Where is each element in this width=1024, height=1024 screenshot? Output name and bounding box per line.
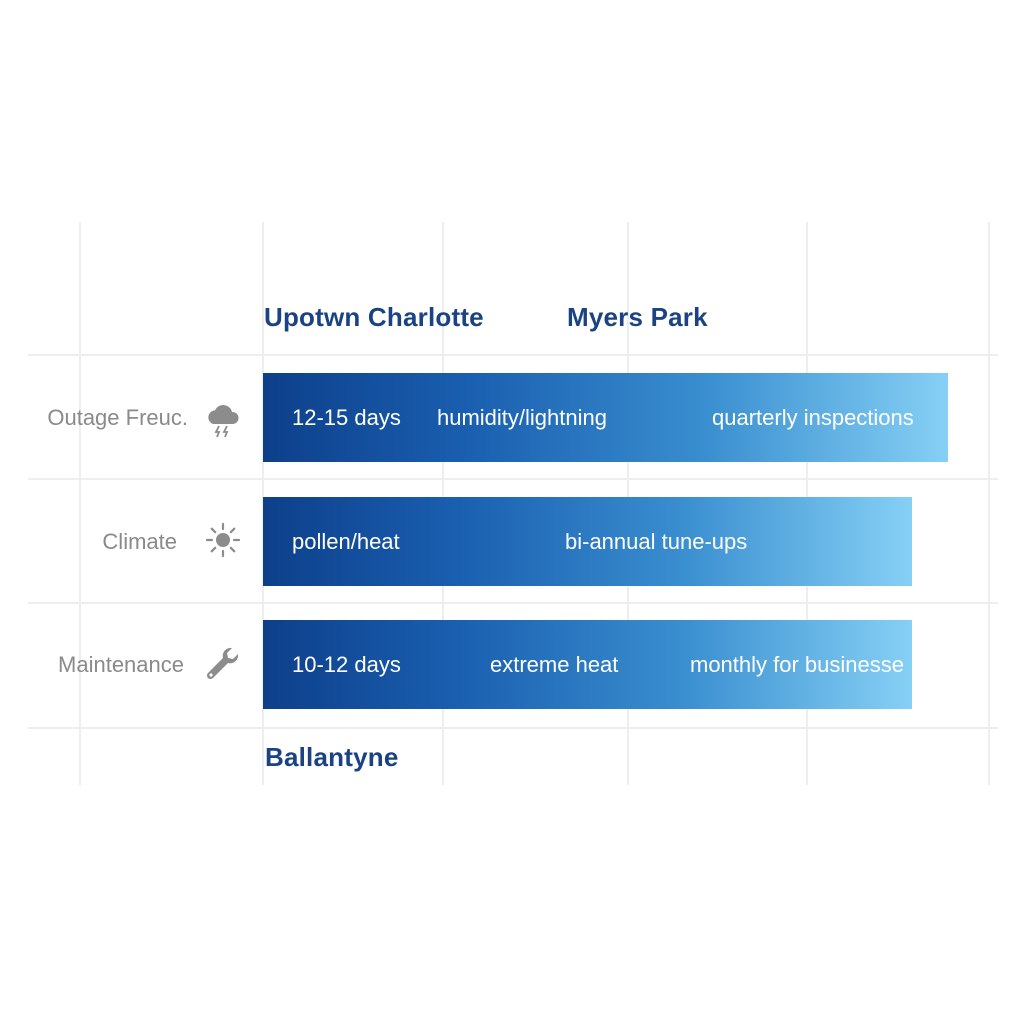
cell-maintenance-uptown: 10-12 days [292,652,401,677]
cell-climate-myers: bi-annual tune-ups [565,529,748,554]
row-label-climate: Climate [102,529,177,554]
grid-line [28,354,998,356]
sun-icon [203,520,243,560]
wrench-icon [202,644,242,684]
cell-outage-uptown: 12-15 days [292,405,401,430]
cell-outage-myers: humidity/lightning [437,405,607,430]
storm-cloud-icon [203,400,243,440]
cell-outage-ballantyne: quarterly inspections [712,405,914,430]
grid-line [28,727,998,729]
grid-line [79,222,81,785]
row-bar-maintenance: 10-12 days extreme heat monthly for busi… [263,620,912,709]
row-label-maintenance: Maintenance [58,652,184,677]
column-header-uptown: Upotwn Charlotte [264,302,484,332]
cell-climate-uptown: pollen/heat [292,529,400,554]
cell-maintenance-ballantyne: monthly for businesse [690,652,904,677]
column-header-myers-park: Myers Park [567,302,708,332]
grid-line [28,602,998,604]
row-label-outage: Outage Freuc. [47,405,188,430]
grid-line [28,478,998,480]
row-bar-climate: pollen/heat bi-annual tune-ups [263,497,912,586]
grid-line [988,222,990,785]
column-header-ballantyne: Ballantyne [265,742,399,772]
cell-maintenance-myers: extreme heat [490,652,619,677]
row-bar-outage: 12-15 days humidity/lightning quarterly … [263,373,948,462]
